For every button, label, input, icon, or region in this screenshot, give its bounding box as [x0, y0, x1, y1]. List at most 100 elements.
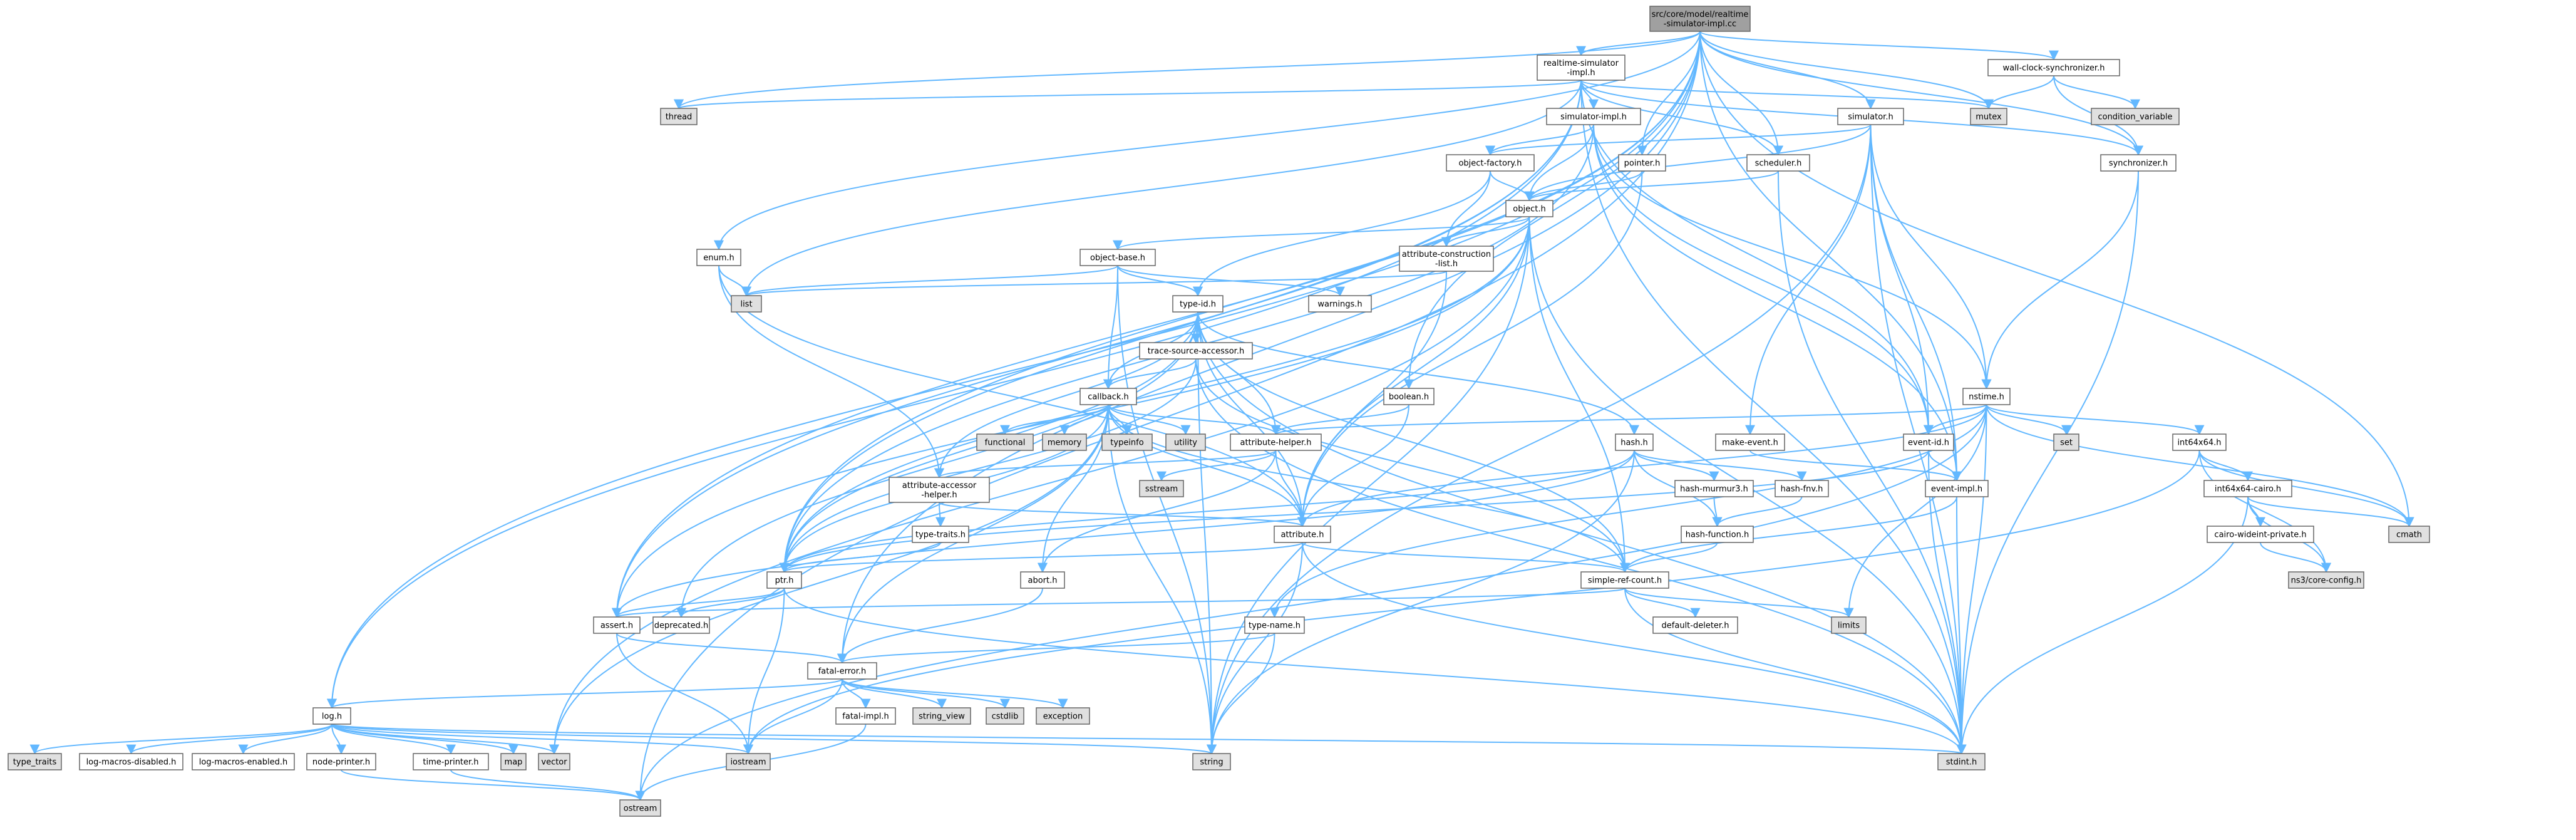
node-boolean[interactable]: boolean.h: [1383, 388, 1435, 405]
node-box-typetraits: [912, 526, 969, 543]
node-box-list: [731, 295, 762, 313]
node-object[interactable]: object.h: [1505, 200, 1553, 217]
edge-log-to-vector: [331, 723, 559, 755]
node-box-eventimpl: [1925, 480, 1989, 497]
node-warnings[interactable]: warnings.h: [1308, 295, 1372, 313]
node-logen[interactable]: log-macros-enabled.h: [192, 753, 295, 770]
node-label-attrcons: -list.h: [1435, 259, 1458, 269]
node-simulator[interactable]: simulator.h: [1837, 108, 1904, 125]
node-tsa[interactable]: trace-source-accessor.h: [1139, 342, 1253, 360]
node-logdis[interactable]: log-macros-disabled.h: [79, 753, 183, 770]
node-box-int64cairo: [2203, 480, 2292, 497]
edge-wcs-to-mutex: [1984, 75, 2054, 110]
node-abort[interactable]: abort.h: [1020, 571, 1065, 589]
node-fnv[interactable]: hash-fnv.h: [1775, 480, 1829, 497]
node-attracc[interactable]: attribute-accessor-helper.h: [889, 477, 990, 503]
node-box-cstdlib: [986, 707, 1024, 725]
node-sstream: sstream: [1139, 480, 1184, 497]
node-attrhelper[interactable]: attribute-helper.h: [1230, 433, 1322, 451]
node-label-typeinfo: typeinfo: [1110, 438, 1143, 448]
node-objbase[interactable]: object-base.h: [1079, 249, 1156, 266]
edge-enum-to-list: [718, 265, 751, 297]
node-hash[interactable]: hash.h: [1615, 433, 1654, 451]
node-nstime[interactable]: nstime.h: [1962, 388, 2011, 405]
node-defdeleter[interactable]: default-deleter.h: [1652, 616, 1738, 634]
edge-hash-to-ptr: [779, 450, 1635, 573]
node-label-sync: synchronizer.h: [2109, 159, 2168, 169]
node-cairowide[interactable]: cairo-wideint-private.h: [2207, 526, 2314, 543]
node-box-cmath: [2388, 526, 2430, 543]
node-box-tsa: [1139, 342, 1253, 360]
node-makeevent[interactable]: make-event.h: [1715, 433, 1785, 451]
node-label-abort: abort.h: [1028, 576, 1058, 586]
node-ptr[interactable]: ptr.h: [766, 571, 802, 589]
node-int64cairo[interactable]: int64x64-cairo.h: [2203, 480, 2292, 497]
node-fatalimpl[interactable]: fatal-impl.h: [835, 707, 896, 725]
node-box-nodeprinter: [306, 753, 376, 770]
edge-murmur-to-hashfunc: [1712, 496, 1723, 527]
node-attribute[interactable]: attribute.h: [1274, 526, 1331, 543]
node-pointer[interactable]: pointer.h: [1618, 154, 1666, 172]
node-deprecated[interactable]: deprecated.h: [652, 616, 710, 634]
node-box-memory: [1042, 433, 1087, 451]
node-simplerc[interactable]: simple-ref-count.h: [1580, 571, 1669, 589]
node-condvar: condition_variable: [2091, 108, 2180, 125]
node-box-type_traits: [8, 753, 62, 770]
node-objfactory[interactable]: object-factory.h: [1446, 154, 1535, 172]
edge-log-to-stdint: [331, 723, 1965, 755]
edge-root-to-sync: [1699, 31, 2143, 156]
node-label-list: list: [740, 300, 752, 309]
edge-root-to-enum: [714, 31, 1701, 251]
node-label-set: set: [2060, 438, 2073, 448]
node-label-objfactory: object-factory.h: [1458, 159, 1522, 169]
edge-root-to-thread: [674, 31, 1701, 110]
node-sync[interactable]: synchronizer.h: [2100, 154, 2177, 172]
edge-root-to-mutex: [1699, 31, 1994, 110]
node-utility: utility: [1165, 433, 1206, 451]
node-timeprinter[interactable]: time-printer.h: [413, 753, 489, 770]
node-scheduler[interactable]: scheduler.h: [1746, 154, 1810, 172]
node-hashfunc[interactable]: hash-function.h: [1681, 526, 1754, 543]
node-box-defdeleter: [1652, 616, 1738, 634]
node-attrcons[interactable]: attribute-construction-list.h: [1399, 246, 1494, 272]
edge-attribute-to-simplerc: [1302, 542, 1630, 573]
edge-tsa-to-ptr: [779, 358, 1197, 573]
edge-enum-to-attribute: [718, 265, 1307, 527]
node-typename[interactable]: type-name.h: [1244, 616, 1305, 634]
edge-root-to-pointer: [1637, 31, 1701, 156]
edge-simimpl-to-eventid: [1593, 124, 1934, 435]
node-box-eventid: [1903, 433, 1954, 451]
node-simimpl[interactable]: simulator-impl.h: [1546, 108, 1641, 125]
edge-fatalerror-to-cstdlib: [842, 678, 1010, 709]
node-eventid[interactable]: event-id.h: [1903, 433, 1954, 451]
edge-eventimpl-to-stdint: [1956, 496, 1967, 755]
node-box-log: [312, 707, 351, 725]
node-typeid[interactable]: type-id.h: [1172, 295, 1224, 313]
node-nodeprinter[interactable]: node-printer.h: [306, 753, 376, 770]
node-typetraits[interactable]: type-traits.h: [912, 526, 969, 543]
node-murmur[interactable]: hash-murmur3.h: [1674, 480, 1754, 497]
node-rsih[interactable]: realtime-simulator-impl.h: [1537, 54, 1625, 81]
node-label-iostream: iostream: [730, 758, 766, 767]
node-box-string: [1192, 753, 1231, 770]
edge-rsih-to-log: [327, 80, 1582, 709]
node-box-utility: [1165, 433, 1206, 451]
node-box-nstime: [1962, 388, 2011, 405]
node-string: string: [1192, 753, 1231, 770]
node-int64x64[interactable]: int64x64.h: [2172, 433, 2227, 451]
node-label-enum: enum.h: [703, 254, 734, 263]
node-label-int64x64: int64x64.h: [2177, 438, 2221, 448]
node-log[interactable]: log.h: [312, 707, 351, 725]
node-wcs[interactable]: wall-clock-synchronizer.h: [1987, 59, 2120, 76]
node-enum[interactable]: enum.h: [696, 249, 741, 266]
edge-callback-to-string: [1108, 404, 1217, 755]
node-label-ostream: ostream: [624, 804, 657, 814]
node-label-typetraits: type-traits.h: [915, 531, 966, 540]
node-label-stringview: string_view: [919, 712, 965, 722]
node-fatalerror[interactable]: fatal-error.h: [807, 662, 877, 680]
node-box-vector: [538, 753, 570, 770]
node-eventimpl[interactable]: event-impl.h: [1925, 480, 1989, 497]
node-callback[interactable]: callback.h: [1079, 388, 1137, 405]
node-assert[interactable]: assert.h: [593, 616, 641, 634]
